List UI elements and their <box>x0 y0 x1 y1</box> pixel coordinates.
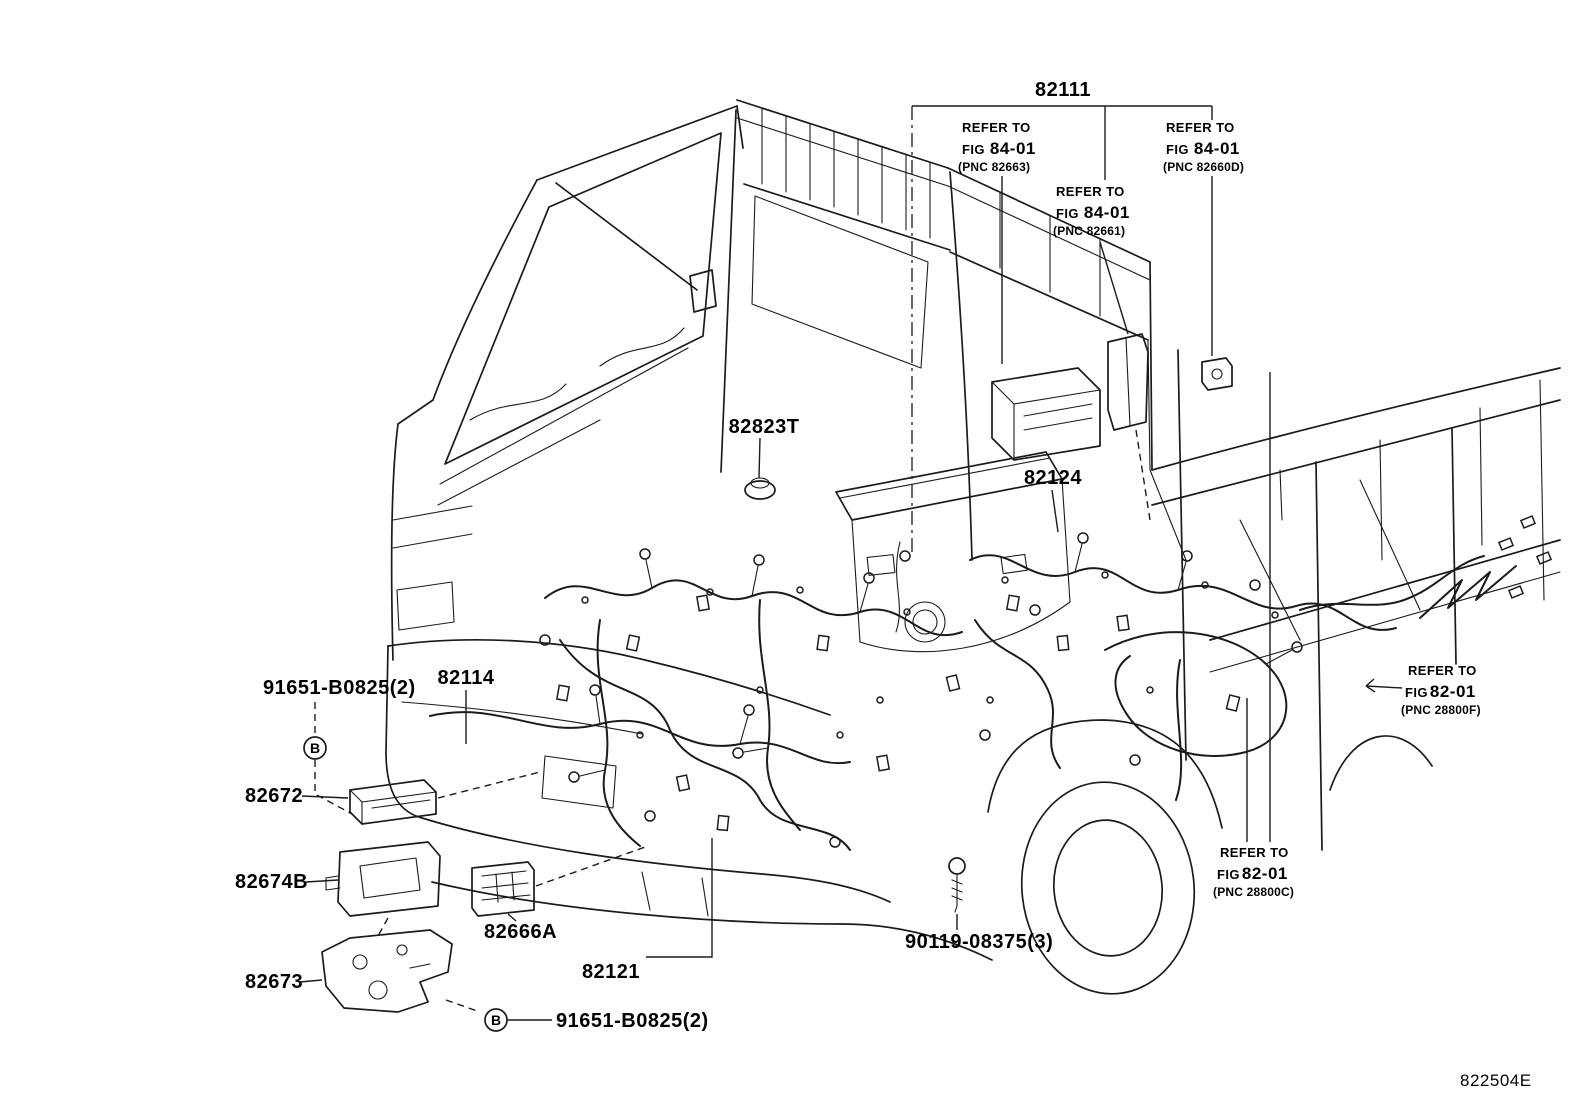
part-bracket-82674b <box>325 841 441 917</box>
ref-82663-pnc[interactable]: (PNC 82663) <box>958 160 1030 174</box>
part-grommet-82823t <box>744 477 776 500</box>
label-82673[interactable]: 82673 <box>245 971 303 993</box>
ref-28800c-refer-to[interactable]: REFER TO <box>1220 845 1289 860</box>
diagram-code: 822504E <box>1460 1071 1532 1090</box>
b-marker-bottom-letter: B <box>491 1012 501 1028</box>
ref-28800f-pnc[interactable]: (PNC 28800F) <box>1401 703 1481 717</box>
label-82124[interactable]: 82124 <box>1024 467 1082 489</box>
leader-lines <box>299 105 1403 1021</box>
label-82674b[interactable]: 82674B <box>235 871 308 893</box>
ref-28800f-refer-to[interactable]: REFER TO <box>1408 663 1477 678</box>
ref-82661-pnc[interactable]: (PNC 82661) <box>1053 224 1125 238</box>
front-wheel <box>987 719 1223 995</box>
part-clip-top-right <box>1201 357 1233 391</box>
ref-82660d-pnc[interactable]: (PNC 82660D) <box>1163 160 1244 174</box>
label-82121[interactable]: 82121 <box>582 961 640 983</box>
headache-rack <box>736 99 1153 561</box>
part-screw-90119 <box>948 857 966 913</box>
b-marker-top-letter: B <box>310 740 320 756</box>
ref-82661-refer-to[interactable]: REFER TO <box>1056 184 1125 199</box>
label-82672[interactable]: 82672 <box>245 785 303 807</box>
part-connector-82666a <box>471 861 535 917</box>
part-plate-82673 <box>321 929 453 1013</box>
part-bracket-top <box>1107 333 1149 431</box>
ref-82660d-refer-to[interactable]: REFER TO <box>1166 120 1235 135</box>
label-82823t[interactable]: 82823T <box>729 416 800 438</box>
label-91651-top[interactable]: 91651-B0825(2) <box>263 677 416 699</box>
circled-b-marker-top: B <box>303 736 327 760</box>
front-bumper <box>385 638 993 961</box>
label-82114[interactable]: 82114 <box>437 667 494 689</box>
label-90119[interactable]: 90119-08375(3) <box>905 931 1053 953</box>
part-ecu-82672 <box>349 779 437 825</box>
part-ecu-box-top <box>991 367 1101 461</box>
label-82111[interactable]: 82111 <box>1035 79 1091 101</box>
ref-28800c-pnc[interactable]: (PNC 28800C) <box>1213 885 1294 899</box>
label-91651-bottom[interactable]: 91651-B0825(2) <box>556 1010 709 1032</box>
truck-cab-outline <box>390 105 929 661</box>
chassis-and-bed <box>1149 349 1561 851</box>
engine <box>835 451 1071 653</box>
part-number-labels: 82111 82823T 82124 82114 91651-B0825(2) … <box>235 79 1091 1032</box>
circled-b-marker-bottom: B <box>484 1008 508 1032</box>
ref-82663-refer-to[interactable]: REFER TO <box>962 120 1031 135</box>
label-82666a[interactable]: 82666A <box>484 921 557 943</box>
